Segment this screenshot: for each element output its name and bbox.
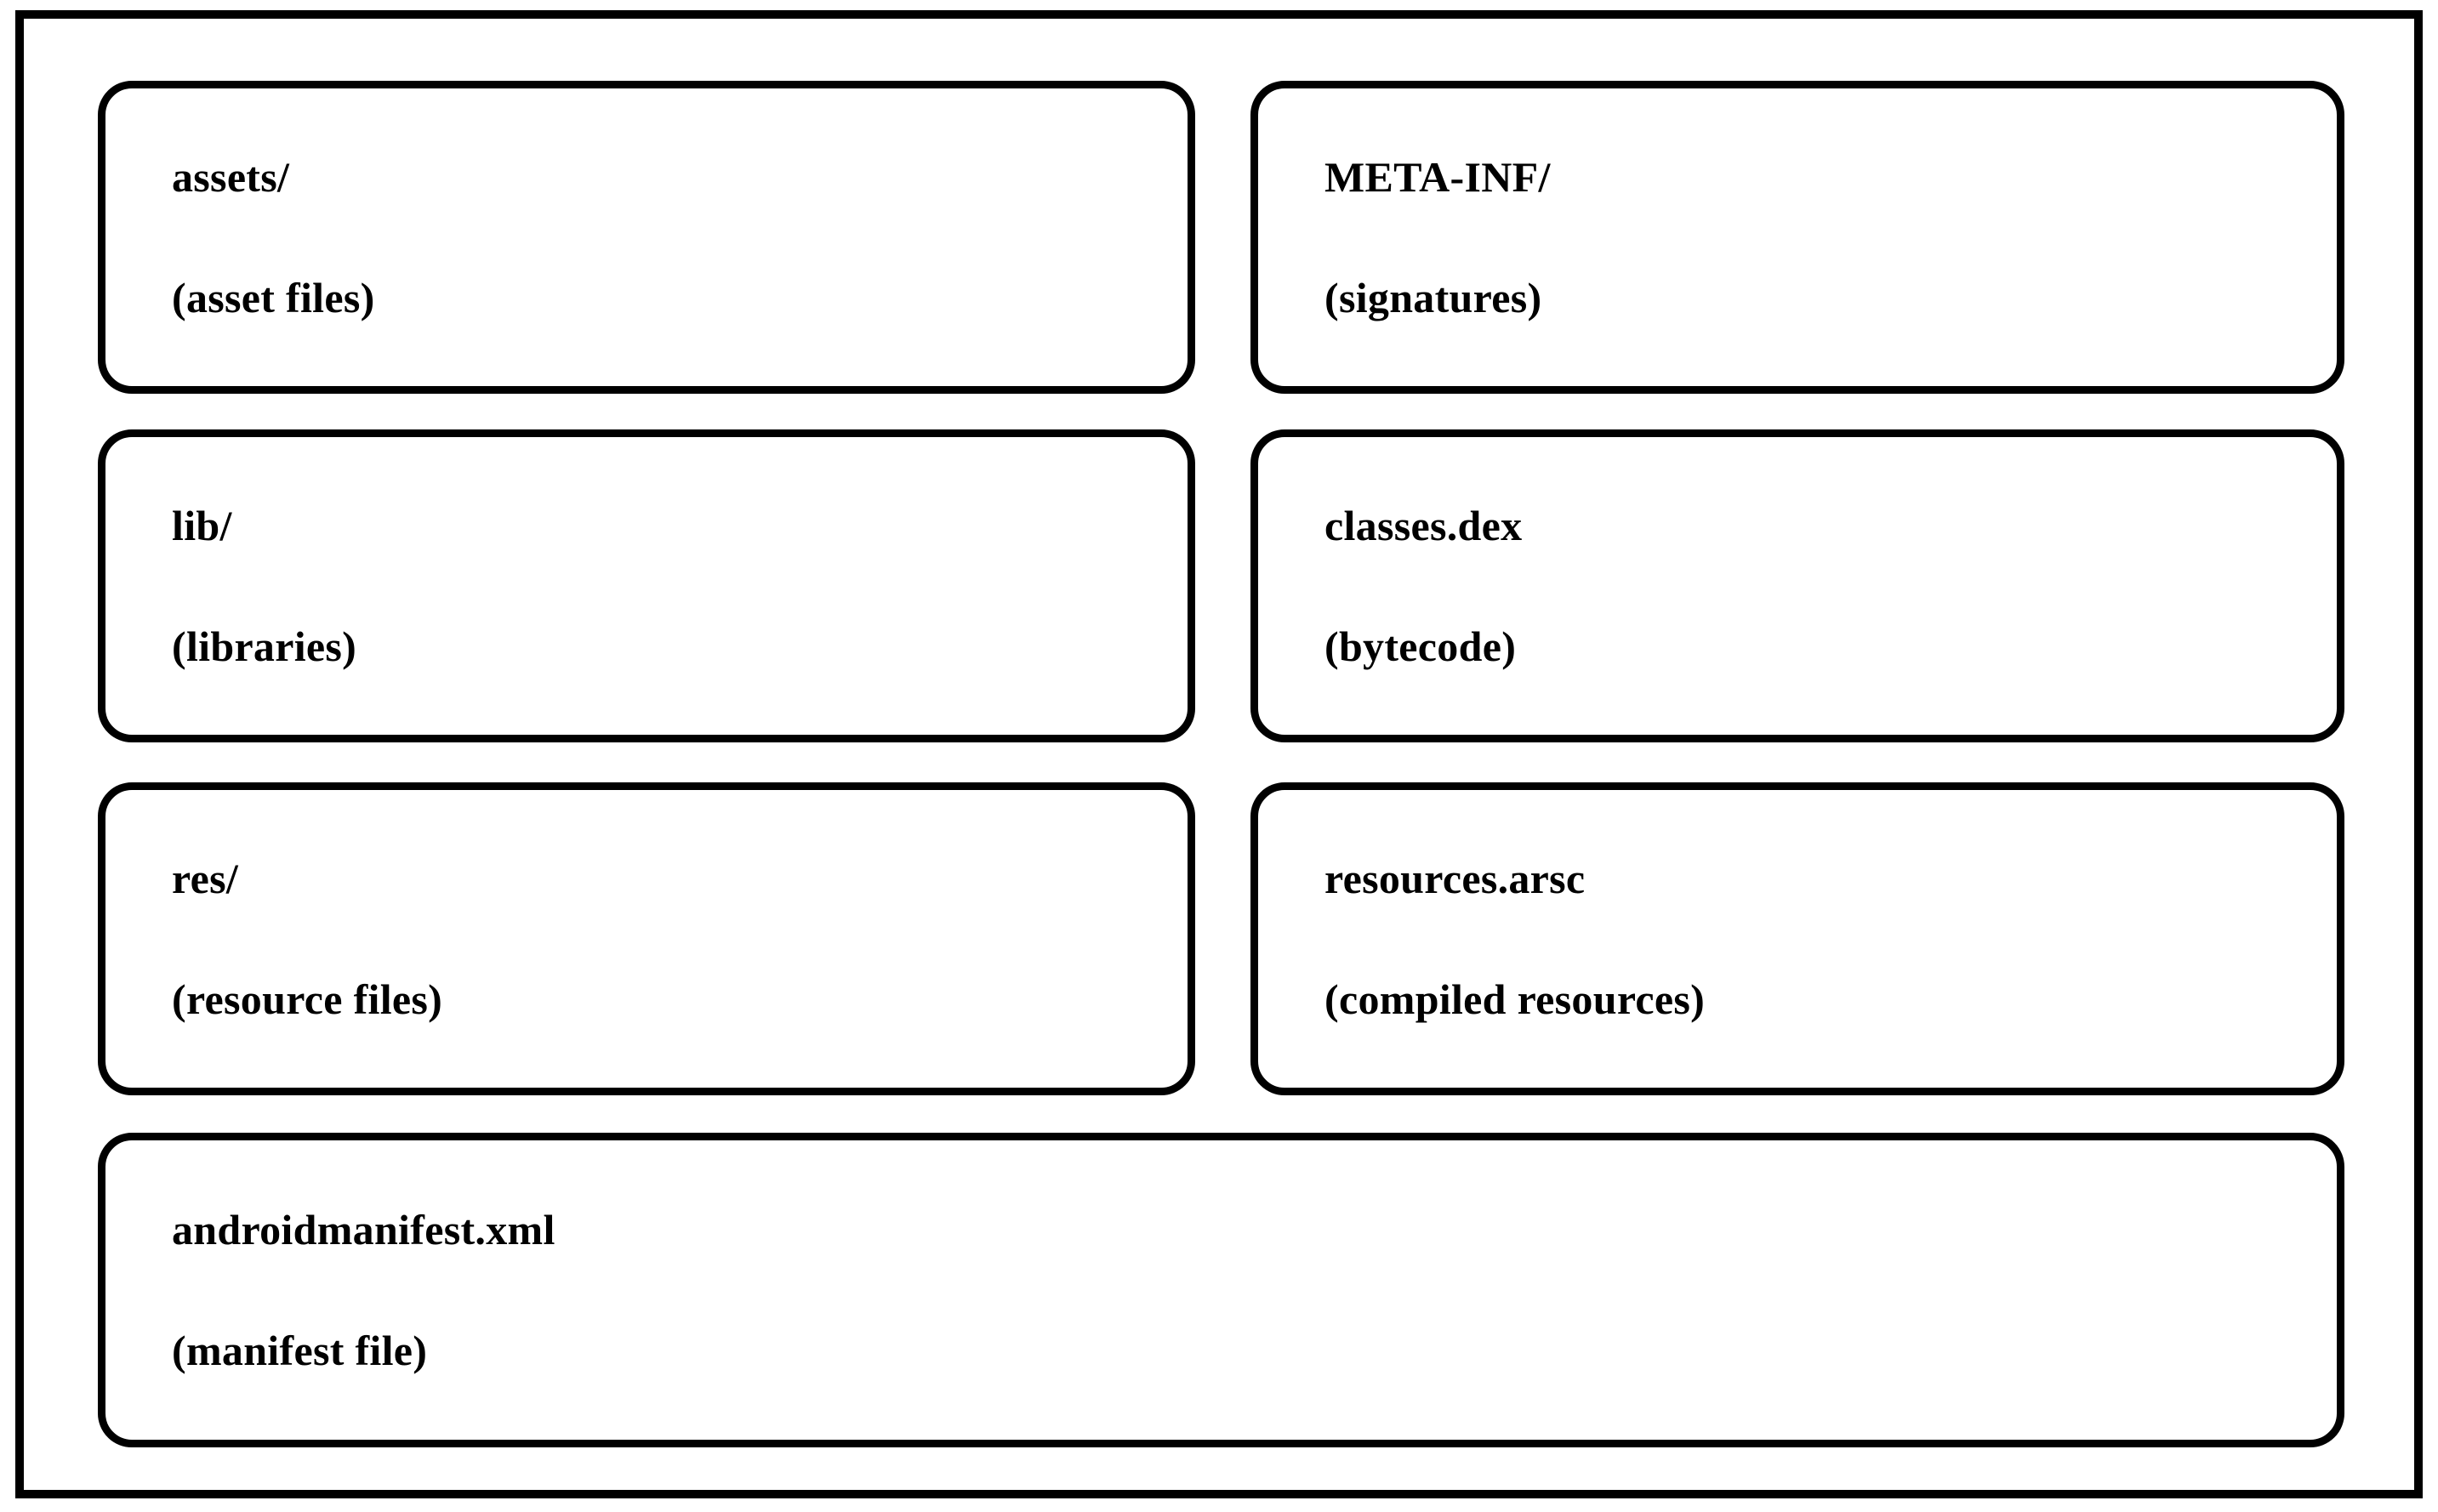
node-meta-inf-subtitle: (signatures) (1324, 274, 1542, 321)
node-assets[interactable]: assets/ (asset files) (98, 81, 1195, 394)
node-classes-dex-title: classes.dex (1324, 502, 1523, 549)
node-assets-title: assets/ (172, 153, 290, 201)
node-lib[interactable]: lib/ (libraries) (98, 429, 1195, 742)
node-resources-arsc-title: resources.arsc (1324, 855, 1586, 902)
node-meta-inf[interactable]: META-INF/ (signatures) (1250, 81, 2344, 394)
node-meta-inf-title: META-INF/ (1324, 153, 1551, 201)
diagram-outer-frame: assets/ (asset files) META-INF/ (signatu… (15, 10, 2423, 1498)
node-resources-arsc-subtitle: (compiled resources) (1324, 975, 1706, 1023)
node-res[interactable]: res/ (resource files) (98, 782, 1195, 1095)
node-res-title: res/ (172, 855, 239, 902)
node-classes-dex-subtitle: (bytecode) (1324, 622, 1517, 670)
node-lib-title: lib/ (172, 502, 232, 549)
node-classes-dex[interactable]: classes.dex (bytecode) (1250, 429, 2344, 742)
node-assets-subtitle: (asset files) (172, 274, 375, 321)
node-resources-arsc[interactable]: resources.arsc (compiled resources) (1250, 782, 2344, 1095)
node-res-subtitle: (resource files) (172, 975, 443, 1023)
node-androidmanifest[interactable]: androidmanifest.xml (manifest file) (98, 1133, 2344, 1447)
node-grid: assets/ (asset files) META-INF/ (signatu… (24, 19, 2414, 1490)
node-lib-subtitle: (libraries) (172, 622, 357, 670)
node-androidmanifest-subtitle: (manifest file) (172, 1327, 428, 1374)
node-androidmanifest-title: androidmanifest.xml (172, 1206, 555, 1253)
